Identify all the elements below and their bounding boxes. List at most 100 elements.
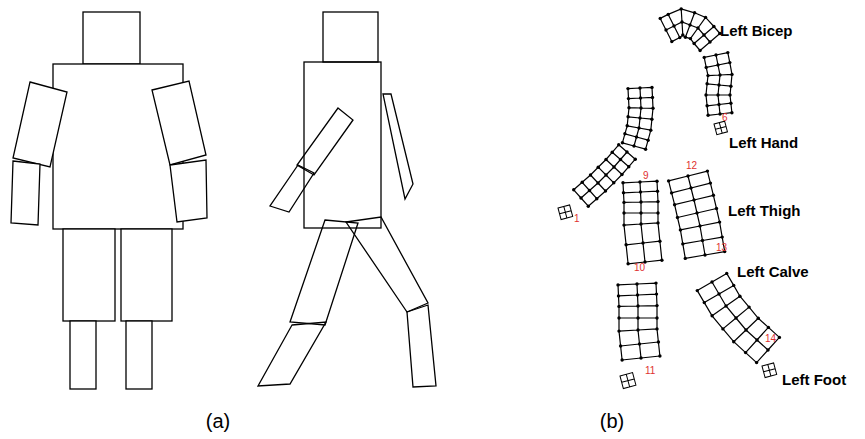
mesh-vertex [718, 220, 721, 223]
mesh-vertex [703, 301, 706, 304]
mesh-vertex [692, 198, 695, 201]
mesh-vertex [581, 181, 584, 184]
mesh-vertex [617, 294, 620, 297]
mesh-vertex [596, 181, 599, 184]
mesh-vertex [639, 356, 642, 359]
mesh-vertex [650, 86, 653, 89]
mesh-vertex [632, 144, 635, 147]
mesh-vertex [655, 292, 658, 295]
back-arm-box [383, 94, 413, 199]
mesh-vertex [738, 295, 741, 298]
mesh-vertex [622, 211, 625, 214]
mesh-vertex [634, 158, 637, 161]
mesh-vertex [587, 205, 590, 208]
mesh-grid [574, 145, 636, 206]
mesh-vertex [619, 158, 622, 161]
callout-number: 14 [765, 334, 776, 344]
callout-number: 9 [643, 171, 649, 181]
upper-arm-box [13, 82, 67, 167]
mesh-parts [558, 7, 781, 388]
mesh-vertex [696, 289, 699, 292]
mesh-vertex [656, 190, 659, 193]
part-label: Left Foot [782, 372, 846, 387]
mesh-vertex [686, 174, 689, 177]
mesh-vertex [703, 56, 706, 59]
mesh-vertex [660, 259, 663, 262]
mesh-vertex [627, 106, 630, 109]
mesh-vertex [626, 124, 629, 127]
mesh-vertex [572, 188, 575, 191]
shin-box [407, 305, 436, 387]
head-box [323, 12, 378, 62]
mesh-vertex [729, 85, 732, 88]
mesh-vertex [639, 222, 642, 225]
mesh-vertex [638, 180, 641, 183]
torso-box [304, 62, 381, 228]
shin-box [258, 322, 326, 386]
thigh-box [290, 220, 358, 325]
mesh-vertex [617, 316, 620, 319]
mesh-vertex [744, 351, 747, 354]
mesh-vertex [721, 235, 724, 238]
mesh-vertex [655, 316, 658, 319]
mesh-grid [697, 273, 779, 362]
lower-arm-box [270, 165, 314, 212]
mesh-vertex [650, 118, 653, 121]
mesh-vertex [676, 216, 679, 219]
mesh-vertex [718, 112, 721, 115]
mesh-vertex [680, 20, 683, 23]
mesh-vertex [636, 304, 639, 307]
mesh-vertex [655, 304, 658, 307]
mesh-vertex [627, 165, 630, 168]
mesh-vertex [705, 82, 708, 85]
panel-caption: (b) [600, 411, 624, 431]
part-label: Left Thigh [728, 203, 800, 218]
mesh-vertex [646, 139, 649, 142]
mesh-vertex [767, 326, 770, 329]
mesh-grid [704, 53, 732, 116]
box-figure-front [11, 12, 207, 389]
mesh-vertex [622, 223, 625, 226]
mesh-vertex [716, 63, 719, 66]
mesh-vertex [724, 304, 727, 307]
mesh-vertex [622, 191, 625, 194]
mesh-vertex [678, 36, 681, 39]
mesh-vertex [744, 328, 747, 331]
mesh-vertex [639, 106, 642, 109]
callout-number: 6 [722, 113, 728, 123]
mesh-vertex [728, 93, 731, 96]
mesh-vertex [655, 180, 658, 183]
mesh-vertex [639, 190, 642, 193]
mesh-vertex [617, 305, 620, 308]
mesh-vertex [619, 344, 622, 347]
mesh-vertex [688, 23, 691, 26]
mesh-vertex [635, 282, 638, 285]
mesh-vertex [721, 327, 724, 330]
mesh-vertex [730, 111, 733, 114]
mesh-vertex [612, 181, 615, 184]
mesh-vertex [730, 73, 733, 76]
mesh-vertex [703, 253, 706, 256]
mesh-vertex [638, 342, 641, 345]
mesh-vertex [766, 348, 769, 351]
mesh-vertex [698, 49, 701, 52]
mesh-grid [622, 87, 653, 149]
mesh-vertex [656, 200, 659, 203]
mesh-grid [623, 181, 662, 264]
upper-arm-box [297, 108, 353, 175]
upper-arm-box [152, 81, 206, 165]
mesh-vertex [732, 284, 735, 287]
mesh-vertex [654, 281, 657, 284]
mesh-vertex [705, 104, 708, 107]
mesh-vertex [757, 317, 760, 320]
mesh-vertex [626, 115, 629, 118]
mesh-vertex [670, 40, 673, 43]
callout-number: 11 [645, 366, 655, 376]
mesh-vertex [689, 186, 692, 189]
mesh-vertex [670, 191, 673, 194]
mesh-vertex [702, 33, 705, 36]
lower-arm-box [170, 160, 207, 222]
mesh-vertex [679, 228, 682, 231]
mesh-vertex [717, 292, 720, 295]
mesh-vertex [638, 86, 641, 89]
